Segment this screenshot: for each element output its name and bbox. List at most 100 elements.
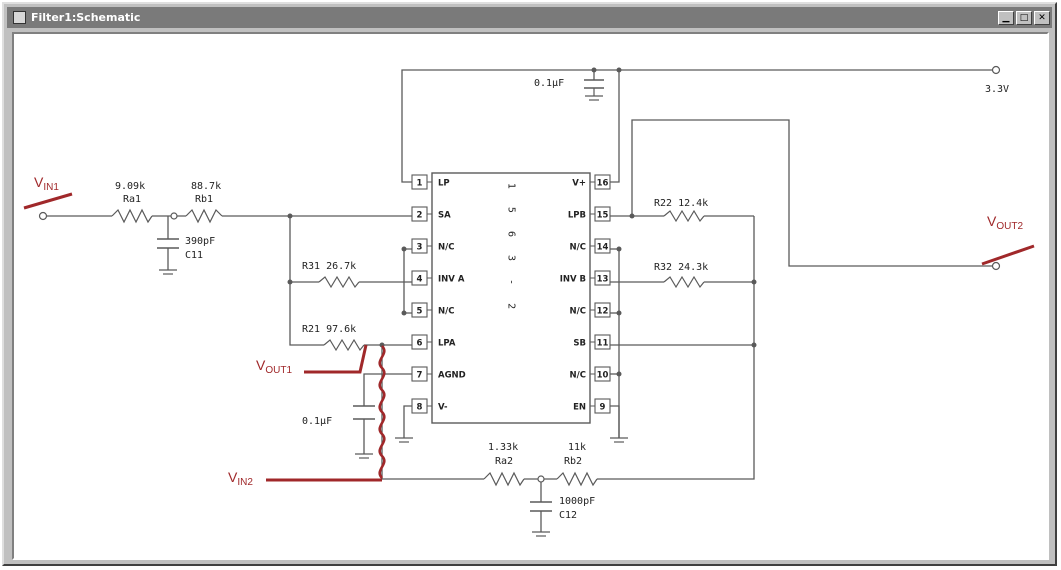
- pin-number: 14: [597, 243, 609, 253]
- pin-name: LPA: [438, 339, 456, 349]
- pin-name: LP: [438, 179, 450, 189]
- pin-name: SA: [438, 211, 451, 221]
- nc-left: [403, 248, 412, 314]
- resistor-r31[interactable]: [318, 275, 360, 289]
- ra1-name: Ra1: [123, 194, 141, 205]
- node-ra2-rb2: [537, 475, 545, 483]
- rb1-value: 88.7k: [191, 181, 221, 192]
- vout2-terminal[interactable]: [991, 261, 1001, 271]
- vout2-strike: [981, 244, 1035, 266]
- resistor-r32[interactable]: [663, 275, 705, 289]
- ic-pin-right[interactable]: 12 N/C: [570, 302, 611, 318]
- pin-number: 6: [417, 339, 423, 349]
- supply-label: 3.3V: [985, 84, 1009, 95]
- r21-label: R21 97.6k: [302, 324, 356, 335]
- vout1-pointer: [304, 344, 368, 374]
- vin1-label: VIN1: [34, 174, 59, 193]
- ic-pin-left[interactable]: 8 V-: [411, 398, 448, 414]
- resistor-r21[interactable]: [323, 338, 365, 352]
- pin-name: V-: [438, 403, 448, 413]
- resistor-rb2[interactable]: [556, 471, 598, 487]
- ic-pin-right[interactable]: 9EN: [573, 398, 611, 414]
- pin-number: 10: [597, 371, 609, 381]
- pin-name: AGND: [438, 371, 466, 381]
- pin-number: 2: [417, 211, 423, 221]
- pin-name: N/C: [570, 371, 586, 381]
- supply-terminal[interactable]: [991, 65, 1001, 75]
- vin2-label: VIN2: [228, 469, 253, 488]
- resistors: [111, 208, 705, 487]
- window-title: Filter1:Schematic: [31, 11, 141, 24]
- capacitors: [157, 79, 604, 512]
- wire-lpb-vout2: [610, 119, 996, 267]
- nc-stubs: [403, 248, 619, 375]
- pin-name: LPB: [568, 211, 586, 221]
- vin2-coil-mark: [378, 345, 386, 479]
- ic-pin-right[interactable]: 16V+: [572, 174, 611, 190]
- resistor-ra1[interactable]: [111, 208, 153, 224]
- maximize-button[interactable]: □: [1016, 10, 1032, 25]
- ic-pin-left[interactable]: 7 AGND: [411, 366, 466, 382]
- c11-value: 390pF: [185, 236, 215, 247]
- pin-name: N/C: [438, 307, 454, 317]
- pin-number: 7: [417, 371, 423, 381]
- wire-agnd: [363, 373, 412, 406]
- rb2-value: 11k: [568, 442, 586, 453]
- rb2-name: Rb2: [564, 456, 582, 467]
- c12-value: 1000pF: [559, 496, 595, 507]
- wire-pin16-top: [610, 70, 620, 183]
- c11-name: C11: [185, 250, 203, 261]
- close-button[interactable]: ✕: [1034, 10, 1050, 25]
- junction: [751, 279, 757, 285]
- ic-pin-left[interactable]: 2 SA: [411, 206, 451, 222]
- ic-part-label: 1 5 6 3 - 2: [506, 183, 517, 315]
- ic-pin-left[interactable]: 6 LPA: [411, 334, 456, 350]
- pin-number: 1: [417, 179, 423, 189]
- ic-pin-right[interactable]: 11 SB: [573, 334, 611, 350]
- pin-name: EN: [573, 403, 586, 413]
- ic-body[interactable]: [431, 172, 591, 424]
- minimize-button[interactable]: ▁: [998, 10, 1014, 25]
- resistor-rb1[interactable]: [185, 208, 223, 224]
- resistor-r22[interactable]: [663, 209, 705, 223]
- wire-vminus: [403, 405, 412, 438]
- rb1-name: Rb1: [195, 194, 213, 205]
- vout2-label: VOUT2: [987, 213, 1023, 232]
- pin-number: 12: [597, 307, 609, 317]
- pin-name: N/C: [438, 243, 454, 253]
- r22-label: R22 12.4k: [654, 198, 708, 209]
- title-bar[interactable]: Filter1:Schematic ▁ □ ✕: [7, 7, 1052, 28]
- pin-name: SB: [573, 339, 586, 349]
- wire-en: [610, 405, 620, 438]
- r32-label: R32 24.3k: [654, 262, 708, 273]
- junction: [616, 67, 622, 73]
- resistor-ra2[interactable]: [483, 471, 525, 487]
- terminals: [38, 65, 1001, 483]
- pin-number: 8: [417, 403, 423, 413]
- vout1-label: VOUT1: [256, 357, 292, 376]
- c12-name: C12: [559, 510, 577, 521]
- ic-pin-right[interactable]: 10 N/C: [570, 366, 611, 382]
- ra1-value: 9.09k: [115, 181, 145, 192]
- junction: [287, 213, 293, 219]
- pin-number: 13: [597, 275, 609, 285]
- ic-pin-right[interactable]: 14 N/C: [570, 238, 611, 254]
- window-icon[interactable]: [13, 11, 26, 24]
- junction: [591, 67, 597, 73]
- pin-name: N/C: [570, 243, 586, 253]
- pin-number: 5: [417, 307, 423, 317]
- grounds: [159, 88, 628, 537]
- pin-number: 11: [597, 339, 609, 349]
- ic-pin-left[interactable]: 5 N/C: [411, 302, 454, 318]
- pin-name: N/C: [570, 307, 586, 317]
- annotations: VIN1 VOUT1 VIN2 VOUT2: [23, 174, 1035, 488]
- vin1-terminal[interactable]: [38, 211, 48, 221]
- junction: [629, 213, 635, 219]
- ic-pin-left[interactable]: 1 LP: [411, 174, 450, 190]
